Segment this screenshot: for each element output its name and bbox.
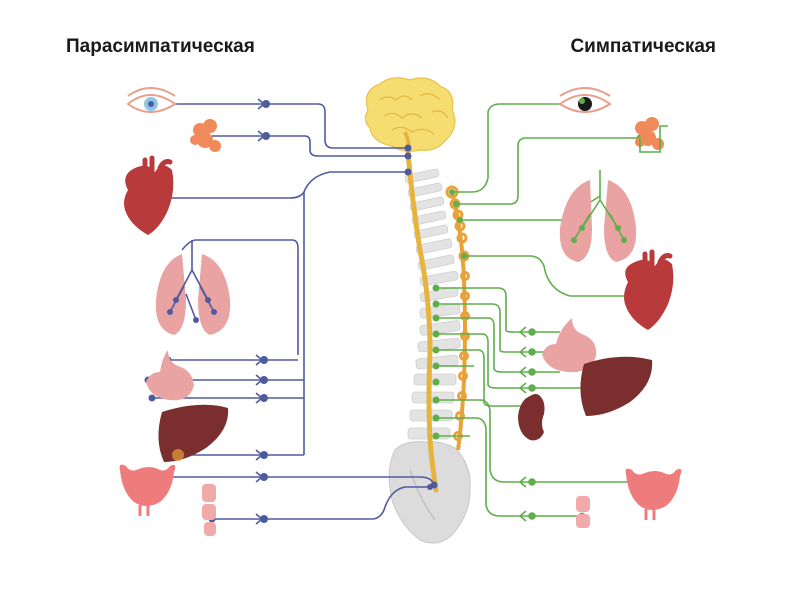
- right-lungs-icon: [559, 170, 637, 262]
- sympathetic-title: Симпатическая: [570, 36, 716, 57]
- left-bladder-icon: [119, 464, 176, 516]
- left-intestine-icon: [202, 484, 216, 536]
- right-salivary-gland-icon: [635, 117, 664, 150]
- right-eye-icon: [558, 87, 612, 113]
- left-stomach-icon: [146, 350, 194, 401]
- left-liver-icon: [158, 404, 229, 462]
- spinal-cord: [405, 149, 439, 493]
- right-heart-icon: [624, 249, 674, 330]
- parasympathetic-title: Парасимпатическая: [66, 36, 255, 57]
- right-kidney-icon: [518, 394, 545, 441]
- right-stomach-icon: [542, 318, 597, 373]
- left-heart-icon: [124, 155, 174, 235]
- left-salivary-gland-icon: [190, 119, 221, 152]
- sympathetic-ganglia: [518, 326, 536, 522]
- sympathetic-ganglion-chain: [445, 185, 470, 451]
- left-eye-icon: [126, 87, 177, 113]
- parasympathetic-ganglia: [255, 98, 270, 525]
- pelvis-bone: [388, 441, 471, 544]
- right-liver-icon: [580, 356, 653, 416]
- sympathetic-pathways: [436, 103, 645, 517]
- right-bladder-icon: [625, 468, 682, 520]
- left-lungs-icon: [155, 240, 231, 335]
- brain-icon: [364, 77, 456, 153]
- right-intestine-icon: [576, 496, 590, 528]
